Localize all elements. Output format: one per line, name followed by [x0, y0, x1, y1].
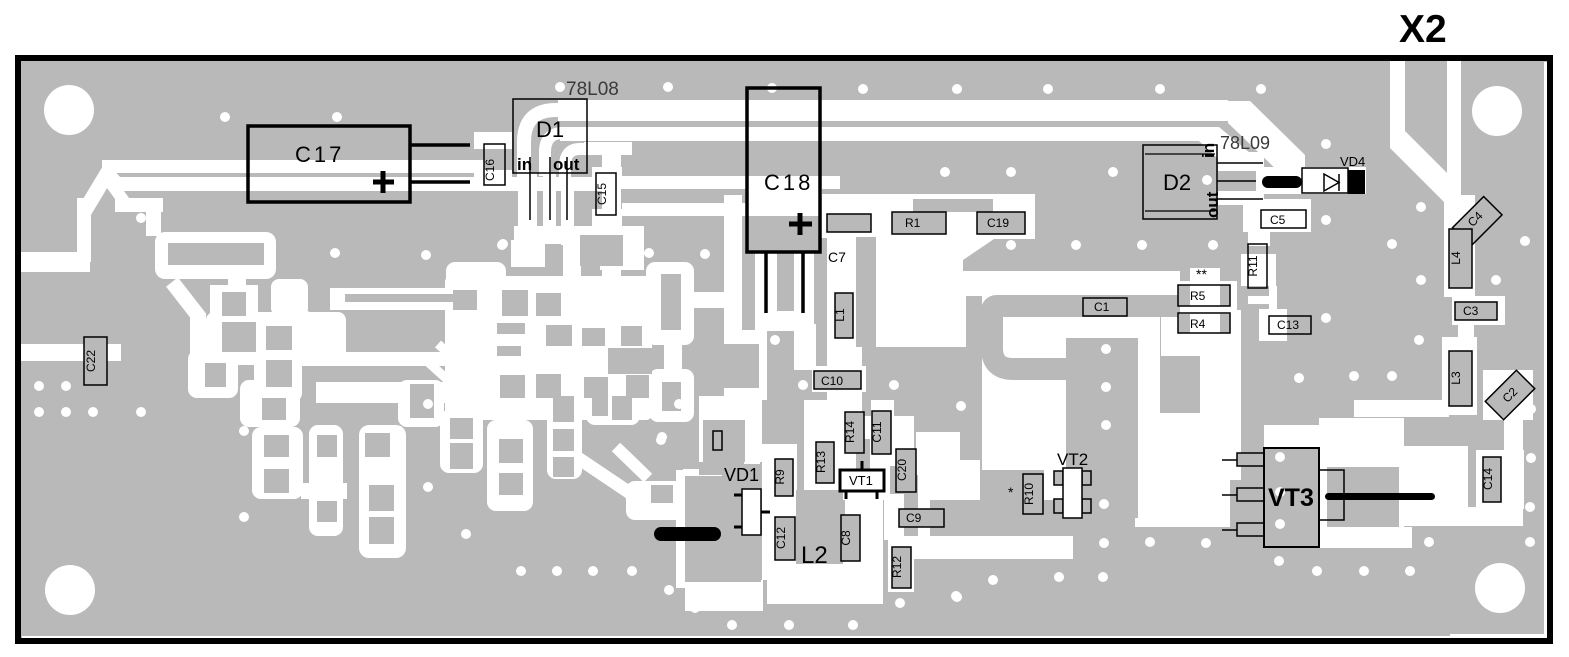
svg-text:X2: X2 — [1399, 8, 1447, 51]
svg-text:C5: C5 — [1270, 213, 1286, 227]
svg-text:out: out — [553, 155, 580, 174]
svg-text:C20: C20 — [895, 459, 909, 481]
svg-text:R1: R1 — [905, 216, 921, 230]
svg-text:VD4: VD4 — [1340, 154, 1365, 169]
svg-text:R10: R10 — [1022, 483, 1036, 505]
svg-text:C14: C14 — [1481, 468, 1495, 490]
svg-text:C9: C9 — [906, 511, 922, 525]
svg-text:out: out — [1203, 191, 1222, 218]
svg-text:C17: C17 — [295, 142, 344, 167]
svg-text:**: ** — [1196, 266, 1207, 282]
svg-text:R12: R12 — [890, 556, 904, 578]
svg-text:L1: L1 — [833, 308, 847, 322]
svg-text:C13: C13 — [1277, 318, 1299, 332]
svg-text:R14: R14 — [843, 421, 857, 443]
svg-text:C8: C8 — [839, 530, 853, 546]
svg-text:VD1: VD1 — [724, 465, 759, 485]
svg-text:C12: C12 — [774, 527, 788, 549]
svg-text:C16: C16 — [483, 159, 497, 181]
svg-text:R13: R13 — [814, 451, 828, 473]
svg-text:VT2: VT2 — [1057, 450, 1088, 469]
svg-text:VT3: VT3 — [1268, 484, 1314, 512]
svg-text:78L09: 78L09 — [1220, 133, 1270, 153]
svg-text:VT1: VT1 — [849, 473, 873, 488]
svg-text:D2: D2 — [1163, 170, 1191, 195]
svg-text:C3: C3 — [1463, 304, 1479, 318]
svg-text:C11: C11 — [870, 421, 884, 442]
svg-text:C7: C7 — [828, 249, 846, 265]
svg-text:C10: C10 — [821, 374, 843, 388]
svg-text:L3: L3 — [1449, 371, 1463, 385]
svg-text:D1: D1 — [536, 117, 564, 142]
svg-text:L4: L4 — [1449, 251, 1463, 265]
svg-text:in: in — [517, 155, 532, 174]
svg-text:C1: C1 — [1094, 300, 1110, 314]
svg-text:C15: C15 — [595, 183, 609, 205]
svg-text:C22: C22 — [84, 350, 98, 372]
svg-text:R5: R5 — [1190, 289, 1206, 303]
svg-text:C19: C19 — [987, 216, 1009, 230]
svg-text:L2: L2 — [801, 542, 828, 569]
svg-text:C18: C18 — [764, 170, 813, 195]
svg-text:R4: R4 — [1190, 317, 1206, 331]
svg-text:in: in — [1199, 143, 1218, 158]
svg-text:R9: R9 — [773, 469, 787, 485]
svg-text:*: * — [1008, 484, 1014, 500]
svg-text:R11: R11 — [1246, 255, 1260, 276]
svg-text:78L08: 78L08 — [566, 79, 619, 100]
